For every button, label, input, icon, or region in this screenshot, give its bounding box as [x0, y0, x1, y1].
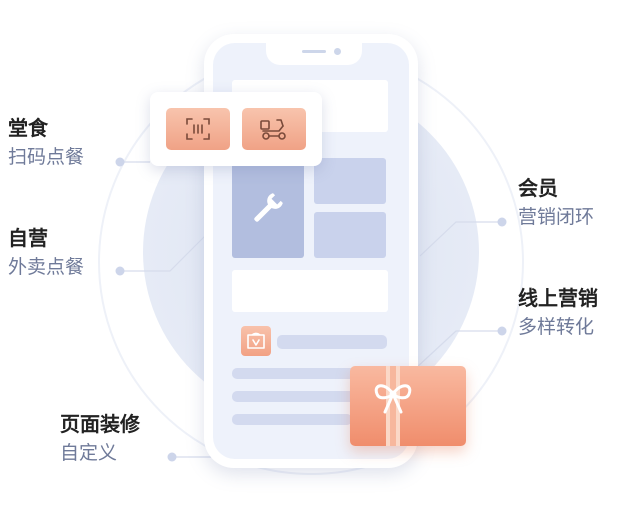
feature-desc: 扫码点餐 [8, 146, 85, 168]
speaker-icon [302, 50, 326, 53]
order-popup [150, 92, 322, 166]
feature-self-delivery: 自营 外卖点餐 [8, 224, 84, 282]
gift-ribbon-inner [390, 366, 396, 446]
feature-desc: 外卖点餐 [8, 256, 85, 278]
content-tile-top [314, 158, 386, 204]
feature-title: 自营 [8, 226, 48, 250]
feature-desc: 营销闭环 [518, 206, 595, 228]
feature-title: 堂食 [8, 116, 48, 140]
scan-code-icon [186, 118, 210, 140]
feature-membership: 会员 营销闭环 [518, 174, 594, 232]
decoration-tile [232, 158, 304, 258]
feature-online-marketing: 线上营销 多样转化 [518, 284, 598, 342]
vip-badge [241, 326, 271, 356]
delivery-scooter-icon [260, 119, 286, 140]
text-line-3 [232, 414, 352, 425]
phone-notch [266, 43, 362, 65]
scan-order-button[interactable] [166, 108, 230, 150]
phone-screen [213, 43, 409, 459]
text-line-2 [232, 391, 362, 402]
content-tile-bottom [314, 212, 386, 258]
feature-title: 线上营销 [518, 286, 598, 310]
delivery-order-button[interactable] [242, 108, 306, 150]
content-block-placeholder [232, 270, 388, 312]
feature-desc: 多样转化 [518, 316, 595, 338]
vip-badge-icon [247, 332, 265, 349]
feature-page-decoration: 页面装修 自定义 [60, 410, 140, 468]
member-line-placeholder [277, 335, 387, 349]
wrench-icon [254, 193, 283, 222]
gift-card [350, 366, 466, 446]
camera-icon [334, 48, 341, 55]
feature-desc: 自定义 [60, 442, 118, 464]
gift-box-icon [374, 384, 412, 414]
feature-title: 页面装修 [60, 412, 140, 436]
connector-dots [115, 157, 507, 462]
feature-title: 会员 [518, 176, 558, 200]
feature-dine-in: 堂食 扫码点餐 [8, 114, 84, 172]
connector-lines [120, 161, 502, 458]
text-line-1 [232, 368, 388, 379]
